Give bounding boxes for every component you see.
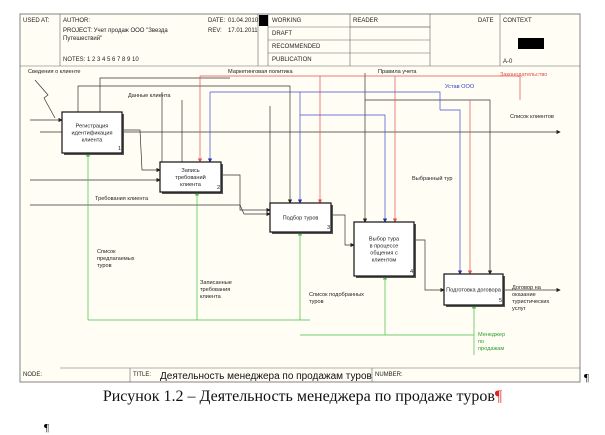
box-label: клиентом [372, 258, 397, 264]
arrow-label-recorded-requirements: требования [200, 287, 230, 293]
pilcrow-mark: ¶ [494, 388, 503, 405]
context-node: A-0 [503, 59, 513, 65]
arrow-label-client-requirements: Требования клиента [95, 196, 149, 202]
box-number: 1 [118, 146, 121, 152]
project-text-2: Путешествий" [63, 35, 102, 42]
notes-text: NOTES: 1 2 3 4 5 6 7 8 9 10 [63, 57, 139, 63]
arrows-green [85, 152, 477, 355]
arrow-label-selected-tours: туров [309, 299, 324, 305]
working-marker [259, 15, 268, 26]
arrow-label-offered-tours: предлагаемых [97, 256, 135, 262]
box-number: 5 [499, 298, 502, 304]
figure-caption: Рисунок 1.2 – Деятельность менеджера по … [0, 388, 605, 406]
box-label: Подготовка договора [446, 288, 502, 294]
box-number: 2 [217, 185, 220, 191]
box-label: Запись [181, 168, 199, 174]
activity-boxes: Регистрацияидентификацияклиента1Записьтр… [61, 111, 505, 307]
arrow-label-offered-tours: Список [97, 249, 116, 255]
box-label: Регистрация [76, 124, 109, 130]
rev-label: REV: [208, 28, 222, 34]
arrow-label-accounting-rules: Правила учета [378, 69, 417, 75]
date-label: DATE: [208, 18, 226, 24]
arrow-label-client-info: Сведения о клиенте [28, 69, 80, 75]
arrow-label-recorded-requirements: клиента [200, 294, 222, 300]
title-label: TITLE: [133, 372, 151, 378]
project-text: PROJECT: Учет продаж ООО "Звезда [63, 28, 168, 34]
date-value: 01.04.2010 [228, 18, 259, 24]
arrow-label-legislation: Законодательство [500, 72, 547, 78]
arrow-label-charter: Устав ООО [445, 84, 475, 90]
box-label: Подбор туров [283, 216, 319, 222]
author-label: AUTHOR: [63, 18, 90, 24]
caption-text: Рисунок 1.2 – Деятельность менеджера по … [102, 388, 495, 405]
activity-box-5[interactable]: Подготовка договора 5 [443, 273, 505, 307]
reader-label: READER [353, 18, 379, 24]
node-label: NODE: [23, 372, 42, 378]
arrow-label-sales-manager: Менеджер [478, 332, 505, 338]
box-label: клиента [180, 182, 202, 188]
arrow-label-client-data: Данные клиента [128, 93, 171, 99]
activity-box-3[interactable]: Подбор туров 3 [269, 202, 333, 234]
arrow-label-contract: туристических [512, 299, 549, 305]
box-label: идентификация [71, 131, 112, 137]
diagram-title: Деятельность менеджера по продажам туров [160, 371, 372, 382]
arrow-labels: Сведения о клиенте Маркетинговая политика… [28, 69, 554, 352]
arrows-red [197, 75, 521, 275]
status-publication: PUBLICATION [272, 57, 312, 63]
box-number: 3 [327, 225, 330, 231]
arrow-label-sales-manager: по [478, 339, 484, 345]
rev-value: 17.01.2011 [228, 28, 258, 34]
number-label: NUMBER: [375, 372, 403, 378]
context-thumbnail [518, 38, 544, 49]
status-recommended: RECOMMENDED [272, 44, 321, 50]
reader-date-label: DATE [478, 18, 494, 24]
context-label: CONTEXT [503, 18, 532, 24]
arrow-label-recorded-requirements: Записанные [200, 280, 232, 286]
pilcrow-mark: ¶ [44, 422, 49, 434]
arrow-label-selected-tours: Список подобранных [309, 292, 364, 298]
status-draft: DRAFT [272, 31, 292, 37]
arrow-label-offered-tours: туров [97, 263, 112, 269]
arrow-label-contract: Договор на [512, 285, 542, 291]
arrow-label-client-list: Список клиентов [510, 114, 554, 120]
box-number: 4 [410, 269, 413, 275]
arrow-label-contract: оказание [512, 292, 536, 298]
arrow-label-sales-manager: продажам [478, 346, 504, 352]
pilcrow-mark: ¶ [584, 372, 589, 384]
arrow-label-chosen-tour: Выбранный тур [412, 175, 453, 182]
box-label: требований [175, 174, 205, 181]
box-label: в процессе [370, 244, 399, 250]
arrows-blue [207, 91, 463, 275]
arrow-label-marketing: Маркетинговая политика [228, 69, 293, 75]
header-block [20, 14, 580, 382]
box-label: Выбор тура [369, 237, 400, 243]
box-label: общения с [370, 251, 398, 257]
used-at-label: USED AT: [23, 18, 50, 24]
arrow-label-contract: услуг [512, 306, 526, 312]
box-label: клиента [82, 138, 104, 144]
arrows-black [30, 73, 561, 293]
status-working: WORKING [272, 18, 302, 24]
